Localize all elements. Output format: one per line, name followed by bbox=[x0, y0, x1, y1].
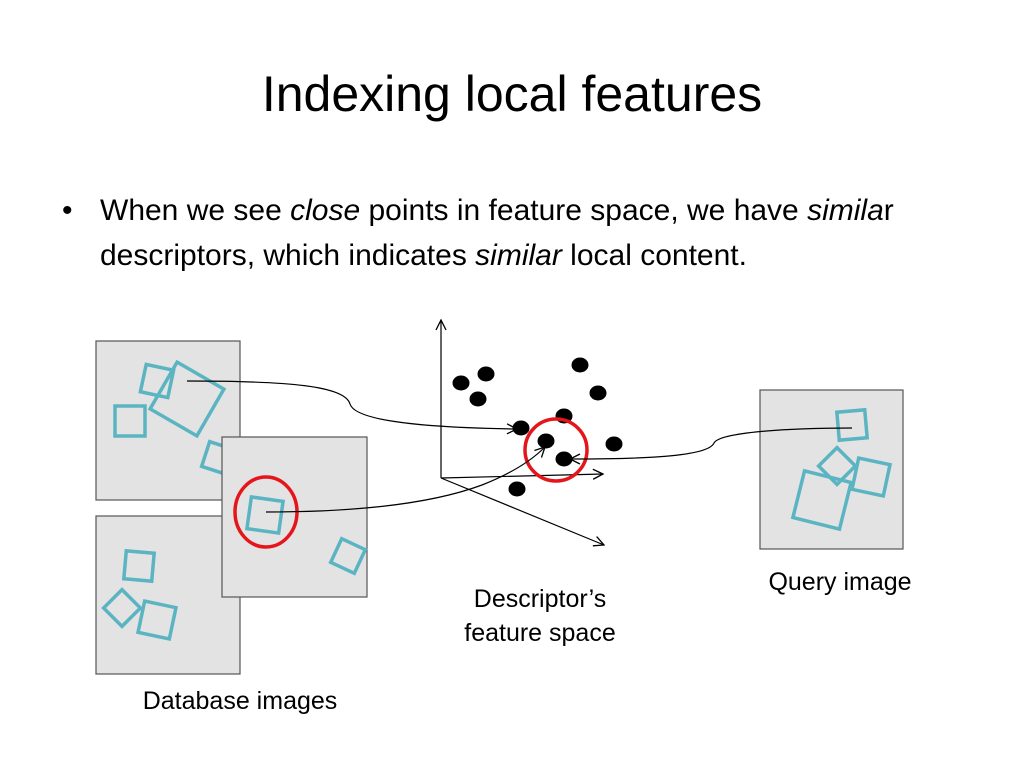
query-image-caption: Query image bbox=[768, 568, 912, 596]
feature-patch bbox=[790, 468, 854, 532]
feature-patch bbox=[244, 494, 286, 536]
descriptor-point bbox=[605, 436, 623, 452]
bullet-text: When we see close points in feature spac… bbox=[100, 188, 960, 278]
database-images-caption: Database images bbox=[142, 687, 338, 715]
descriptor-point bbox=[571, 357, 589, 373]
bullet-text-part-italic: close bbox=[290, 194, 361, 227]
feature-patch bbox=[135, 598, 179, 642]
feature-patch bbox=[834, 407, 870, 443]
feature-patch bbox=[147, 359, 227, 439]
bullet-text-part: local content. bbox=[561, 239, 747, 272]
nearest-neighbor-highlight bbox=[523, 417, 589, 483]
feature-patch bbox=[121, 548, 157, 584]
mapping-line-query bbox=[570, 427, 853, 459]
query-image-frame bbox=[759, 389, 904, 550]
database-image-3 bbox=[95, 515, 241, 675]
feature-space-caption-line2: feature space bbox=[464, 619, 616, 647]
descriptor-point bbox=[477, 366, 495, 382]
database-image-1 bbox=[95, 340, 241, 501]
descriptor-point bbox=[512, 420, 530, 436]
feature-patch bbox=[138, 362, 176, 400]
bullet-text-part: points in feature space, we have bbox=[360, 194, 808, 227]
feature-patch bbox=[328, 536, 368, 576]
mapping-line-db1 bbox=[186, 380, 517, 429]
feature-patch bbox=[849, 455, 893, 499]
descriptor-point bbox=[589, 385, 607, 401]
axis-horizontal bbox=[440, 474, 603, 478]
query-image bbox=[759, 389, 904, 550]
bullet-text-part-italic: simila bbox=[807, 194, 884, 227]
feature-mappings bbox=[186, 380, 853, 513]
feature-patch bbox=[101, 587, 143, 629]
descriptor-points bbox=[452, 357, 623, 497]
bullet-text-part: r descriptors, which indicates bbox=[100, 194, 894, 272]
database-image-2 bbox=[221, 436, 368, 598]
descriptor-point bbox=[452, 375, 470, 391]
descriptor-point bbox=[555, 451, 573, 467]
descriptor-point bbox=[508, 481, 526, 497]
slide-title: Indexing local features bbox=[261, 66, 763, 122]
descriptor-point bbox=[469, 391, 487, 407]
feature-space-caption-line1: Descriptor’s bbox=[473, 585, 607, 613]
descriptor-point bbox=[537, 433, 555, 449]
feature-space-caption: Descriptor’s feature space bbox=[420, 582, 660, 650]
mapping-line-db2 bbox=[265, 447, 545, 513]
feature-patch bbox=[113, 404, 147, 438]
bullet-marker: • bbox=[62, 194, 73, 227]
bullet-text-part-italic: similar bbox=[475, 239, 562, 272]
bullet-text-part: When we see bbox=[100, 194, 291, 227]
database-image-frame bbox=[221, 436, 368, 598]
